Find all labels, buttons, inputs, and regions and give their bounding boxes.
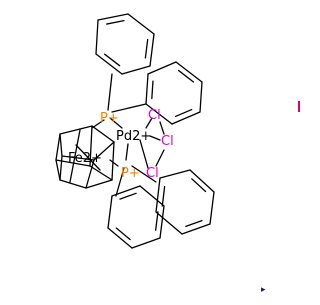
molecule-structure: P+ Pd2+ Fe2+ P+ Cl Cl Cl — [55, 13, 215, 249]
bond-cl1-cl2 — [159, 121, 165, 135]
phenyl-bottom-left-double-4 — [115, 227, 131, 241]
phenyl-bottom-left-bond-2 — [159, 205, 165, 239]
cp-link-1 — [55, 133, 61, 161]
cp-ring-upper-bond-3 — [61, 155, 95, 161]
bond-pbottom-phenyl2 — [131, 165, 157, 183]
bond-pd-cl2 — [149, 135, 161, 141]
phenyl-bottom-left-double-0 — [119, 192, 137, 200]
cp-link-3 — [111, 141, 115, 181]
phenyl-bottom-right-double-3 — [185, 220, 203, 228]
bond-cl2-cl3 — [155, 149, 165, 167]
cp-ring-upper-bond-4 — [59, 133, 63, 157]
phenyl-bottom-right-double-1 — [191, 178, 207, 193]
phenyl-bottom-right-bond-5 — [155, 177, 161, 213]
cp-cross-1 — [75, 144, 101, 171]
phenyl-bottom-right-double-5 — [161, 185, 166, 207]
phenyl-top-left-bond-1 — [127, 13, 155, 35]
bond-pbottom-phenyl — [115, 167, 125, 197]
bond-lines — [55, 13, 215, 249]
phenyl-top-right-bond-3 — [171, 111, 201, 125]
phenyl-bottom-right-bond-4 — [155, 211, 183, 235]
phenyl-top-left-bond-3 — [121, 65, 151, 75]
atom-label-phosphorus-top: P+ — [100, 111, 119, 126]
phenyl-top-left-double-2 — [144, 38, 149, 59]
phenyl-top-right-bond-0 — [147, 61, 177, 75]
atom-label-phosphorus-bottom: P+ — [121, 166, 140, 181]
phenyl-top-right-bond-1 — [175, 61, 203, 83]
phenyl-top-right-bond-5 — [145, 73, 149, 105]
atom-label-chlorine-3: Cl — [146, 166, 159, 181]
phenyl-top-right-bond-2 — [199, 81, 203, 113]
cp-ring-lower-bond-3 — [59, 179, 87, 189]
bond-pd-cl3 — [139, 139, 149, 169]
phenyl-top-left-bond-4 — [95, 53, 123, 75]
cp-link-4 — [85, 159, 95, 189]
atom-label-iron: Fe2+ — [68, 151, 102, 166]
bond-ptop-pd — [109, 117, 123, 129]
cp-ring-upper-bond-2 — [93, 141, 115, 161]
phenyl-bottom-left-bond-4 — [107, 227, 133, 249]
phenyl-top-right-double-1 — [177, 69, 195, 83]
corner-arrow-glyph: ▸ — [261, 285, 266, 295]
cp-ring-lower-bond-2 — [85, 179, 113, 189]
cp-ring-lower-bond-1 — [89, 165, 113, 181]
phenyl-top-right-bond-4 — [145, 103, 173, 125]
phenyl-bottom-left-bond-5 — [107, 195, 113, 229]
bond-ptop-cp — [91, 119, 105, 129]
bond-ptop-phenyl — [107, 73, 113, 111]
phenyl-bottom-right-bond-1 — [189, 169, 215, 193]
phenyl-top-right-double-5 — [151, 80, 154, 100]
atom-label-chlorine-1: Cl — [148, 108, 161, 123]
bond-pbottom-pd — [125, 143, 129, 161]
bond-ptop-phenyl2 — [111, 103, 147, 113]
cp-cross-2 — [69, 129, 81, 183]
phenyl-bottom-left-bond-1 — [139, 185, 165, 207]
atom-label-chlorine-2: Cl — [161, 134, 174, 149]
phenyl-top-left-bond-5 — [95, 19, 99, 55]
structure-canvas: P+ Pd2+ Fe2+ P+ Cl Cl Cl — [55, 13, 215, 249]
phenyl-bottom-right-bond-0 — [159, 169, 191, 179]
phenyl-top-left-bond-2 — [149, 33, 155, 67]
phenyl-bottom-right-bond-2 — [209, 191, 215, 225]
cp-ring-lower-bond-4 — [55, 159, 61, 181]
cp-ring-upper-bond-1 — [91, 125, 115, 143]
phenyl-top-right-double-3 — [174, 108, 193, 118]
edge-marker — [298, 101, 300, 112]
cp-ring-upper-bond-0 — [59, 125, 93, 135]
phenyl-bottom-left-bond-3 — [131, 237, 161, 249]
atom-labels: P+ Pd2+ Fe2+ P+ Cl Cl Cl — [68, 108, 174, 181]
cp-link-5 — [59, 155, 63, 181]
bond-pbottom-cp — [109, 159, 119, 167]
atom-label-palladium: Pd2+ — [116, 129, 151, 144]
bond-pd-cl1 — [145, 117, 153, 129]
phenyl-top-left-double-0 — [106, 19, 125, 25]
phenyl-top-left-double-4 — [103, 53, 121, 67]
phenyl-bottom-right-bond-3 — [181, 223, 211, 235]
phenyl-bottom-left-double-2 — [154, 211, 159, 231]
phenyl-top-left-bond-0 — [97, 13, 129, 21]
